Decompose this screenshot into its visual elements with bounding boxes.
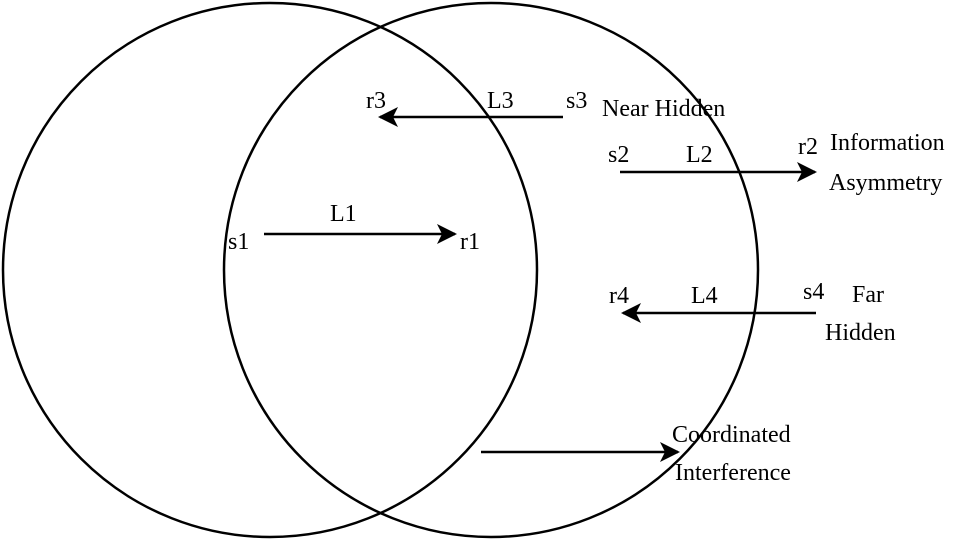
link-l2-label: L2	[686, 142, 713, 168]
left-range-circle	[1, 1, 539, 539]
sender-s2-label: s2	[608, 142, 629, 168]
link-l4-label: L4	[691, 283, 718, 309]
information-asymmetry-line1: Information	[830, 130, 945, 156]
near-hidden-label: Near Hidden	[602, 96, 725, 122]
coordinated-interference-line2: Interference	[675, 460, 791, 486]
receiver-r2-label: r2	[798, 134, 818, 160]
far-hidden-line2: Hidden	[825, 320, 896, 346]
receiver-r3-label: r3	[366, 88, 386, 114]
far-hidden-line1: Far	[852, 282, 884, 308]
right-range-circle	[222, 1, 760, 539]
receiver-r1-label: r1	[460, 229, 480, 255]
receiver-r4-label: r4	[609, 283, 629, 309]
sender-s3-label: s3	[566, 88, 587, 114]
information-asymmetry-line2: Asymmetry	[829, 170, 942, 196]
link-l3-label: L3	[487, 88, 514, 114]
sender-s4-label: s4	[803, 279, 824, 305]
sender-s1-label: s1	[228, 229, 249, 255]
coordinated-interference-line1: Coordinated	[672, 422, 791, 448]
link-l1-label: L1	[330, 201, 357, 227]
